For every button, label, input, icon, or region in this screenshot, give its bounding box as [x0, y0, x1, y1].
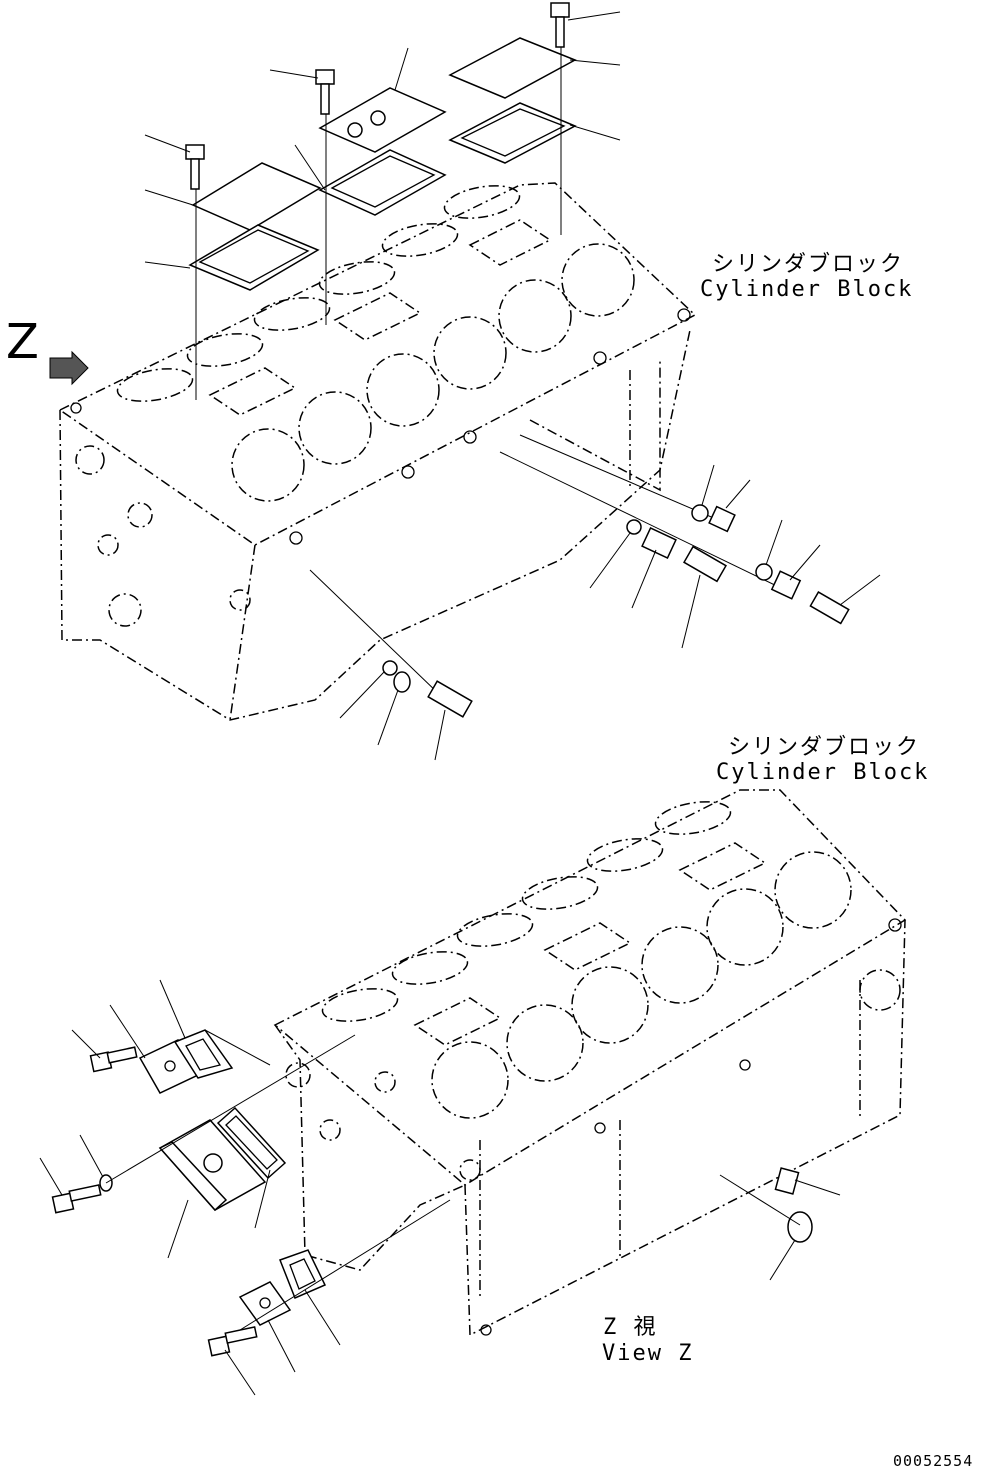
view-z-letter: Z — [6, 314, 39, 370]
top-block-label-jp: シリンダブロック — [712, 252, 905, 277]
view-caption-jp: Z 視 — [603, 1315, 658, 1340]
top-cylinder-block — [58, 182, 697, 721]
bottom-cylinder-block — [273, 789, 907, 1337]
bottom-block-label-jp: シリンダブロック — [728, 735, 921, 760]
top-covers — [185, 2, 577, 400]
bottom-block-label-en: Cylinder Block — [716, 760, 930, 785]
top-block-label-en: Cylinder Block — [700, 277, 914, 302]
bottom-parts — [39, 979, 841, 1396]
view-z-arrow — [49, 350, 89, 386]
view-caption-en: View Z — [602, 1341, 694, 1366]
top-sensors — [309, 434, 881, 761]
drawing-number: 00052554 — [893, 1452, 974, 1470]
top-leaders — [144, 11, 621, 269]
